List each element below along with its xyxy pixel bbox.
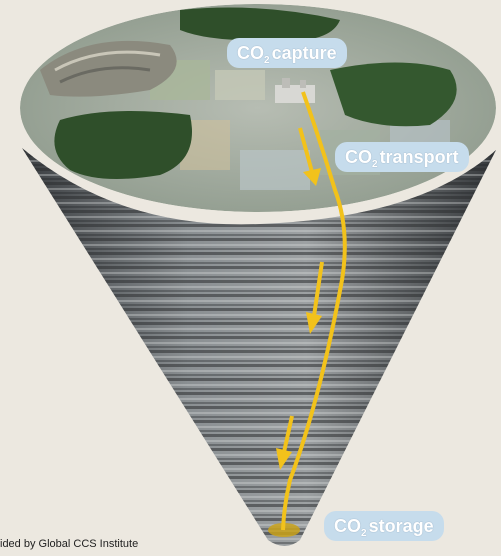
down-arrow-icon bbox=[298, 127, 321, 186]
down-arrow-icon bbox=[306, 261, 324, 334]
image-credit: ided by Global CCS Institute bbox=[0, 538, 139, 550]
land-surface bbox=[20, 4, 496, 212]
rock-strata-cone bbox=[22, 148, 496, 546]
pipeline bbox=[281, 91, 347, 531]
down-arrow-icon bbox=[276, 415, 294, 470]
